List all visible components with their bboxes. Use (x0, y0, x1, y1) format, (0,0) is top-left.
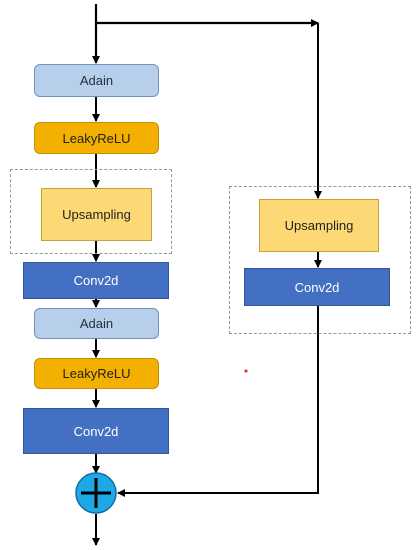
adain-block-1: Adain (34, 64, 159, 97)
upsampling-label-shortcut: Upsampling (284, 218, 354, 233)
upsampling-dashed-frame-main (10, 169, 172, 254)
adain-label-1: Adain (79, 73, 114, 88)
arrow-shortcut-to-add (117, 306, 319, 497)
plus-circle-icon (75, 472, 117, 514)
conv2d-block-1: Conv2d (23, 262, 169, 299)
red-dot (244, 369, 248, 373)
leakyrelu-block-2: LeakyReLU (34, 358, 159, 389)
upsampling-label-main: Upsampling (62, 207, 131, 222)
shortcut-dashed-frame (229, 186, 411, 334)
adain-label-2: Adain (79, 316, 114, 331)
leakyrelu-label-1: LeakyReLU (62, 130, 131, 146)
upsampling-block-main: Upsampling (41, 188, 152, 241)
leakyrelu-block-1: LeakyReLU (34, 122, 159, 154)
conv2d-label-2: Conv2d (73, 423, 119, 439)
leakyrelu-label-2: LeakyReLU (62, 366, 131, 381)
conv2d-label-1: Conv2d (73, 273, 119, 288)
upsampling-block-shortcut: Upsampling (259, 199, 379, 252)
conv2d-block-2: Conv2d (23, 408, 169, 454)
conv2d-block-shortcut: Conv2d (244, 268, 390, 306)
conv2d-label-shortcut: Conv2d (294, 279, 340, 295)
adain-block-2: Adain (34, 308, 159, 339)
